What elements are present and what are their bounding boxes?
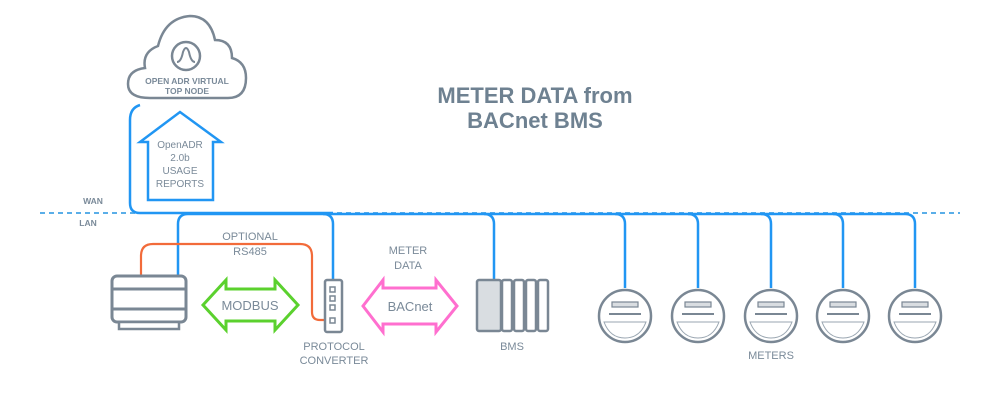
bms-icon bbox=[475, 278, 550, 333]
meter-icon bbox=[815, 288, 871, 344]
diagram-title-line1: METER DATA from bbox=[437, 83, 632, 108]
lan-label: LAN bbox=[79, 218, 96, 228]
controller-device-icon bbox=[110, 274, 188, 331]
openadr-logo-icon bbox=[170, 40, 202, 72]
meters-group bbox=[597, 288, 943, 344]
rs485-line bbox=[139, 242, 327, 322]
modbus-label: MODBUS bbox=[221, 298, 278, 313]
wan-uplink-line bbox=[128, 103, 333, 215]
diagram-title-line2: BACnet BMS bbox=[467, 108, 603, 133]
house-text-line1: OpenADR bbox=[157, 140, 203, 151]
house-text-line2: 2.0b bbox=[170, 153, 190, 164]
protocol-converter-label-line1: PROTOCOL bbox=[303, 341, 365, 353]
cloud-label-line2: TOP NODE bbox=[165, 86, 209, 96]
usage-report-house-icon bbox=[136, 110, 225, 202]
house-text-line3: USAGE bbox=[162, 166, 197, 177]
meters-label: METERS bbox=[748, 350, 794, 362]
converter-drop-line bbox=[322, 212, 335, 290]
bms-drop-line bbox=[483, 212, 496, 280]
bms-label: BMS bbox=[500, 341, 524, 353]
meter-icon bbox=[670, 288, 726, 344]
cloud-icon bbox=[126, 14, 248, 100]
cloud-label-line1: OPEN ADR VIRTUAL bbox=[145, 76, 229, 86]
meter-icon bbox=[597, 288, 653, 344]
meter-icon bbox=[743, 288, 799, 344]
bacnet-arrow bbox=[361, 275, 459, 337]
meter-drop-line bbox=[614, 212, 627, 288]
lan-bus-line bbox=[176, 212, 917, 288]
meter-drop-line bbox=[832, 212, 845, 288]
optional-rs485-line1: OPTIONAL bbox=[222, 231, 278, 243]
optional-rs485-line2: RS485 bbox=[233, 246, 267, 258]
meter-drop-line bbox=[687, 212, 700, 288]
protocol-converter-icon bbox=[323, 278, 344, 334]
modbus-arrow bbox=[200, 276, 301, 334]
meter-drop-line bbox=[760, 212, 773, 288]
meter-icon bbox=[887, 288, 943, 344]
house-text-line4: REPORTS bbox=[156, 179, 204, 190]
meter-data-caption-line2: DATA bbox=[394, 260, 422, 272]
protocol-converter-label-line2: CONVERTER bbox=[300, 355, 369, 367]
meter-data-caption-line1: METER bbox=[389, 245, 428, 257]
bacnet-label: BACnet bbox=[388, 299, 433, 314]
wan-label: WAN bbox=[83, 196, 103, 206]
